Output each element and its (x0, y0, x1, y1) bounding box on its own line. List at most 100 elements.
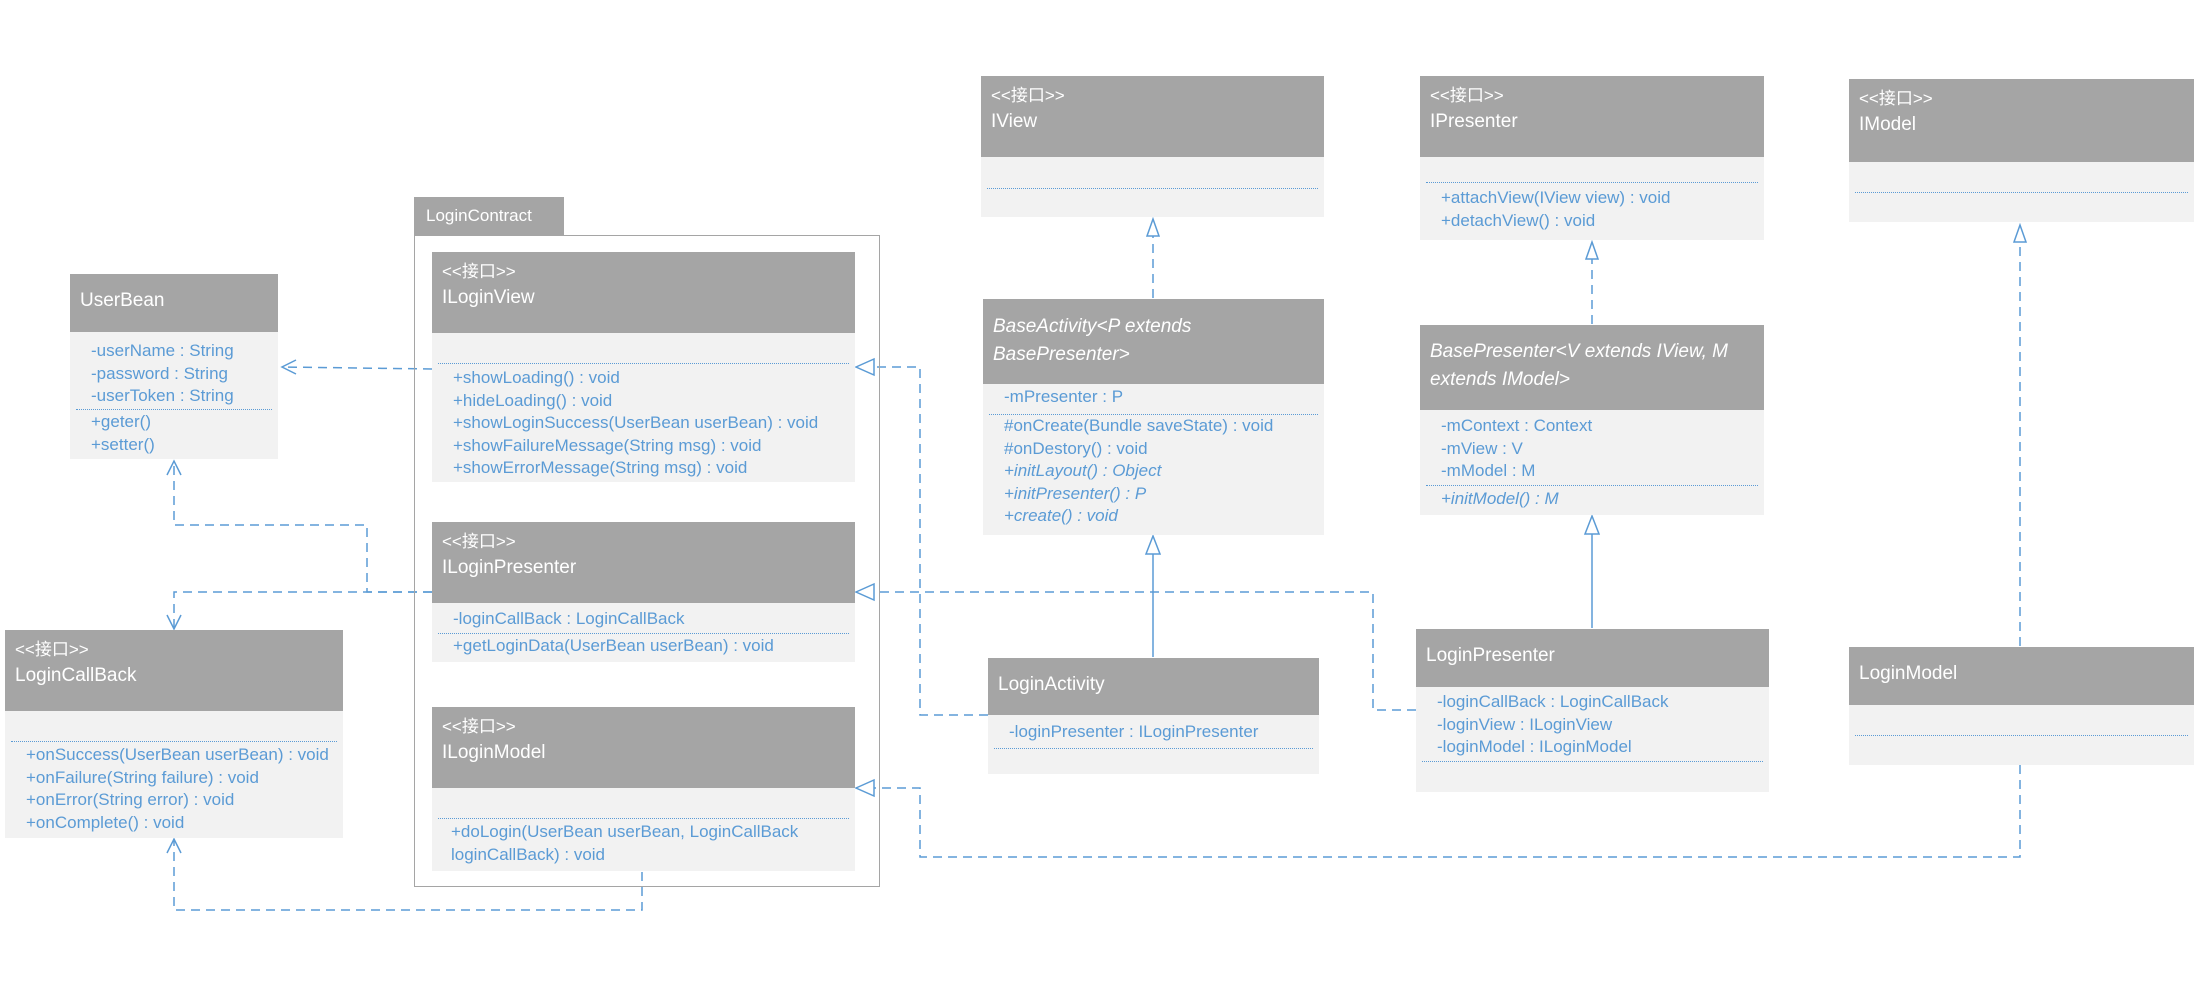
class-loginactivity[interactable]: LoginActivity -loginPresenter : ILoginPr… (988, 658, 1319, 774)
attribute-row: -mPresenter : P (1004, 387, 1124, 406)
attribute-row: -loginView : ILoginView (1437, 714, 1613, 734)
attribute-list: -userName : String -password : String -u… (70, 340, 278, 408)
real-loginmodel-imodel-head (2012, 222, 2028, 243)
method-row: +showFailureMessage(String msg) : void (453, 435, 762, 455)
method-row: +onSuccess(UserBean userBean) : void (26, 745, 329, 764)
class-header: LoginActivity (988, 658, 1319, 715)
class-loginmodel[interactable]: LoginModel (1849, 647, 2194, 765)
class-header: <<接口>> IModel (1849, 79, 2194, 162)
attribute-row: -loginCallBack : LoginCallBack (1437, 692, 1669, 711)
class-name: LoginCallBack (15, 665, 137, 686)
class-header: <<接口>> IView (981, 76, 1324, 157)
real-loginactivity-iloginview-head (854, 357, 875, 377)
class-loginpresenter[interactable]: LoginPresenter -loginCallBack : LoginCal… (1416, 629, 1769, 792)
class-body: -loginPresenter : ILoginPresenter (988, 715, 1319, 774)
method-row: #onDestory() : void (1004, 438, 1148, 458)
class-body: +doLogin(UserBean userBean, LoginCallBac… (432, 788, 855, 871)
class-basepresenter[interactable]: BasePresenter<V extends IView, M extends… (1420, 325, 1764, 515)
abstract-method-row: +initModel() : M (1441, 489, 1559, 508)
class-name: IModel (1859, 114, 1917, 135)
class-imodel[interactable]: <<接口>> IModel (1849, 79, 2194, 222)
attribute-row: -mContext : Context (1441, 416, 1593, 435)
attribute-list: -loginCallBack : LoginCallBack (432, 608, 855, 631)
class-iloginmodel[interactable]: <<接口>> ILoginModel +doLogin(UserBean use… (432, 707, 855, 871)
stereotype-label: <<接口>> (1859, 89, 1933, 108)
real-loginmodel-iloginmodel (856, 765, 2021, 858)
compartment-divider (11, 741, 337, 742)
method-row: +getLoginData(UserBean userBean) : void (453, 636, 774, 655)
method-list: +initModel() : M (1420, 488, 1764, 511)
compartment-divider (989, 414, 1318, 415)
class-header: BaseActivity<P extends BasePresenter> (983, 299, 1324, 384)
class-baseactivity[interactable]: BaseActivity<P extends BasePresenter> -m… (983, 299, 1324, 535)
class-name-continued: extends IModel> (1430, 369, 1570, 390)
abstract-method-row: +initLayout() : Object (1004, 461, 1162, 480)
compartment-divider (438, 633, 849, 634)
dep-iloginmodel-logincallback-head (166, 837, 182, 854)
class-body: +onSuccess(UserBean userBean) : void +on… (5, 711, 343, 838)
compartment-divider (438, 363, 849, 364)
dep-iloginview-userbean (281, 366, 433, 370)
compartment-divider (438, 818, 849, 819)
method-row: +showLoading() : void (453, 368, 620, 387)
class-body: -loginCallBack : LoginCallBack +getLogin… (432, 603, 855, 662)
compartment-divider (1426, 182, 1758, 183)
class-logincallback[interactable]: <<接口>> LoginCallBack +onSuccess(UserBean… (5, 630, 343, 838)
class-header: <<接口>> IPresenter (1420, 76, 1764, 157)
stereotype-label: <<接口>> (1430, 86, 1504, 105)
stereotype-label: <<接口>> (442, 532, 516, 551)
class-header: <<接口>> LoginCallBack (5, 630, 343, 711)
class-header: <<接口>> ILoginPresenter (432, 522, 855, 603)
class-body: -mPresenter : P #onCreate(Bundle saveSta… (983, 384, 1324, 535)
class-iview[interactable]: <<接口>> IView (981, 76, 1324, 217)
dep-iloginpresenter-logincallback-head (166, 614, 182, 631)
dep-iloginmodel-logincallback (173, 839, 643, 911)
class-name: UserBean (80, 290, 165, 311)
method-row: #onCreate(Bundle saveState) : void (1004, 416, 1274, 435)
dep-iloginpresenter-logincallback (173, 591, 432, 629)
package-name: LoginContract (426, 206, 532, 225)
class-body (1849, 705, 2194, 765)
class-header: BasePresenter<V extends IView, M extends… (1420, 325, 1764, 410)
method-list: +getLoginData(UserBean userBean) : void (432, 635, 855, 658)
class-name: IPresenter (1430, 111, 1518, 132)
attribute-row: -loginModel : ILoginModel (1437, 737, 1632, 756)
class-ipresenter[interactable]: <<接口>> IPresenter +attachView(IView view… (1420, 76, 1764, 240)
attribute-list: -mPresenter : P (983, 386, 1324, 409)
real-loginpresenter-iloginpresenter (856, 591, 1416, 711)
real-baseactivity-iview-head (1145, 216, 1161, 237)
attribute-row: -loginCallBack : LoginCallBack (453, 609, 685, 628)
stereotype-label: <<接口>> (15, 640, 89, 659)
class-name: ILoginPresenter (442, 557, 577, 578)
class-header: <<接口>> ILoginView (432, 252, 855, 333)
method-list: +geter() +setter() (70, 411, 278, 456)
method-row: loginCallBack) : void (451, 844, 606, 864)
class-body: +attachView(IView view) : void +detachVi… (1420, 157, 1764, 240)
stereotype-label: <<接口>> (442, 717, 516, 736)
class-body (981, 157, 1324, 217)
method-row: +detachView() : void (1441, 210, 1596, 230)
class-iloginview[interactable]: <<接口>> ILoginView +showLoading() : void … (432, 252, 855, 482)
real-loginpresenter-iloginpresenter-head (854, 582, 875, 602)
class-name: IView (991, 111, 1038, 132)
abstract-method-row: +initPresenter() : P (1004, 483, 1147, 503)
class-header: LoginModel (1849, 647, 2194, 705)
class-name: BasePresenter<V extends IView, M (1430, 341, 1729, 362)
class-iloginpresenter[interactable]: <<接口>> ILoginPresenter -loginCallBack : … (432, 522, 855, 662)
class-header: <<接口>> ILoginModel (432, 707, 855, 788)
class-name: LoginPresenter (1426, 645, 1555, 666)
class-userbean[interactable]: UserBean -userName : String -password : … (70, 274, 278, 459)
compartment-divider (1855, 192, 2188, 193)
class-body: -userName : String -password : String -u… (70, 332, 278, 459)
dep-iloginview-userbean-head (280, 359, 297, 375)
method-list: #onCreate(Bundle saveState) : void #onDe… (983, 415, 1324, 528)
compartment-divider (76, 409, 272, 410)
gen-loginactivity-baseactivity-head (1144, 533, 1162, 555)
real-loginactivity-iloginview (856, 366, 988, 716)
class-body: -loginCallBack : LoginCallBack -loginVie… (1416, 687, 1769, 792)
method-row: +setter() (91, 434, 155, 454)
method-row: +onComplete() : void (26, 812, 185, 832)
method-row: +showErrorMessage(String msg) : void (453, 458, 748, 477)
attribute-row: -userName : String (91, 341, 234, 360)
